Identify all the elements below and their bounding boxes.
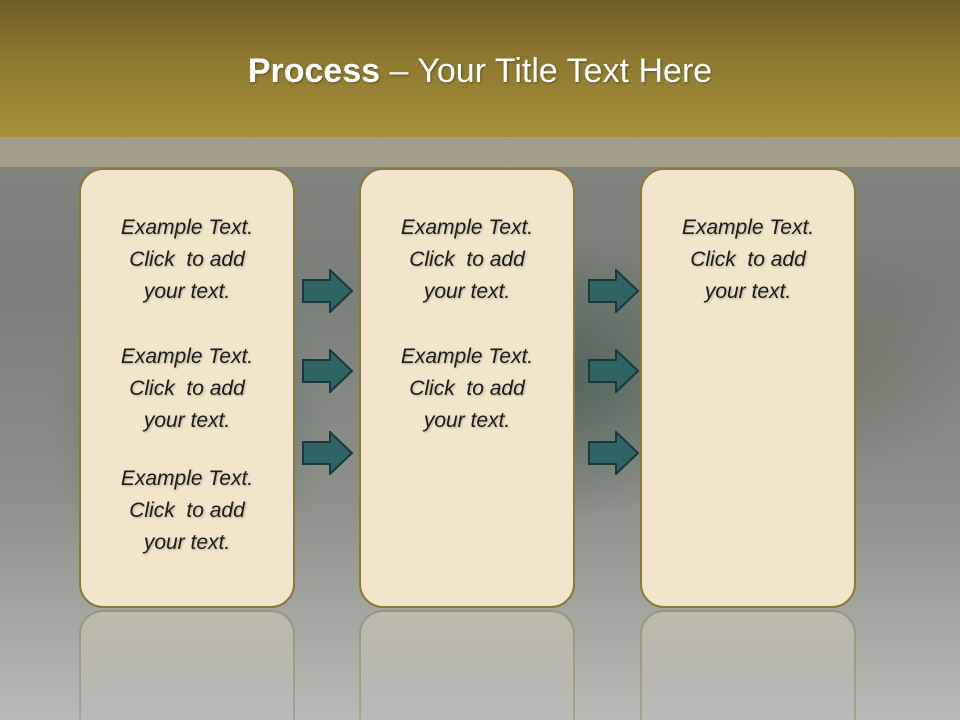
text-entry[interactable]: Example Text. Click to add your text. xyxy=(81,341,293,437)
arrow-right-icon xyxy=(302,431,354,475)
entry-line: your text. xyxy=(143,531,231,554)
arrow-right-icon xyxy=(588,431,640,475)
entry-line: Click to add xyxy=(129,248,245,271)
arrow-right-icon xyxy=(588,349,640,393)
title-bar xyxy=(0,0,960,137)
arrow-right-icon xyxy=(588,269,640,313)
text-entry[interactable]: Example Text. Click to add your text. xyxy=(642,212,854,308)
entry-line: your text. xyxy=(704,280,792,303)
slide-title[interactable]: Process – Your Title Text Here xyxy=(0,52,960,91)
title-bold: Process xyxy=(247,52,381,90)
entry-line: Click to add xyxy=(129,377,245,400)
entry-line: Click to add xyxy=(409,377,525,400)
entry-line: your text. xyxy=(423,409,511,432)
entry-line: Example Text. xyxy=(120,345,254,368)
arrow-right-icon xyxy=(302,269,354,313)
process-box-1[interactable]: Example Text. Click to add your text. Ex… xyxy=(79,168,295,608)
entry-line: Example Text. xyxy=(120,216,254,239)
arrow-right-icon xyxy=(302,349,354,393)
text-entry[interactable]: Example Text. Click to add your text. xyxy=(361,212,573,308)
entry-line: Example Text. xyxy=(400,216,534,239)
process-box-3[interactable]: Example Text. Click to add your text. xyxy=(640,168,856,608)
title-band xyxy=(0,137,960,167)
entry-line: your text. xyxy=(423,280,511,303)
process-box-2[interactable]: Example Text. Click to add your text. Ex… xyxy=(359,168,575,608)
entry-line: Example Text. xyxy=(120,467,254,490)
box-reflection xyxy=(640,610,856,720)
text-entry[interactable]: Example Text. Click to add your text. xyxy=(81,463,293,559)
entry-line: your text. xyxy=(143,280,231,303)
box-reflection xyxy=(79,610,295,720)
entry-line: Example Text. xyxy=(400,345,534,368)
text-entry[interactable]: Example Text. Click to add your text. xyxy=(361,341,573,437)
entry-line: Click to add xyxy=(690,248,806,271)
entry-line: your text. xyxy=(143,409,231,432)
text-entry[interactable]: Example Text. Click to add your text. xyxy=(81,212,293,308)
entry-line: Click to add xyxy=(129,499,245,522)
entry-line: Example Text. xyxy=(681,216,815,239)
box-reflection xyxy=(359,610,575,720)
title-rest: – Your Title Text Here xyxy=(380,52,713,90)
entry-line: Click to add xyxy=(409,248,525,271)
